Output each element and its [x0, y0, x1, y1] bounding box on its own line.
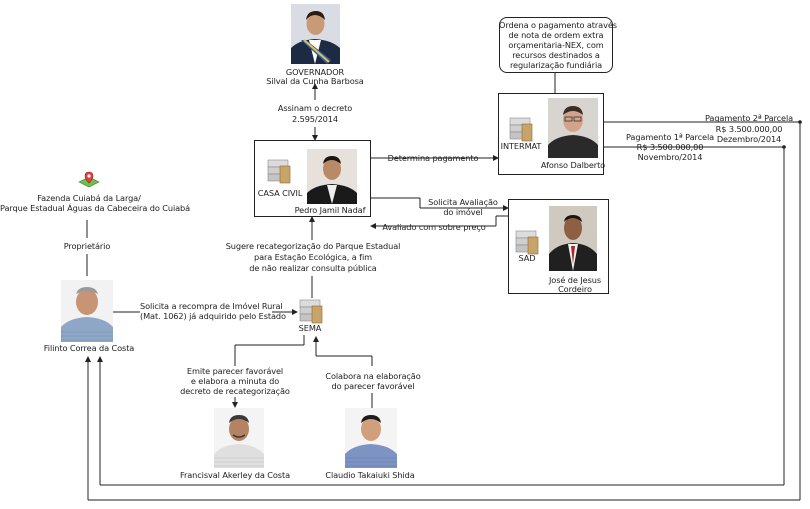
edge-parecer-2: e elabora a minuta do [190, 376, 280, 386]
claudio-name: Claudio Takaiuki Shida [325, 470, 415, 480]
edge-recategorizacao-1: Sugere recategorização do Parque Estadua… [225, 241, 401, 251]
edge-decreto-label-1: Assinam o decreto [277, 103, 353, 113]
casa-civil-org: CASA CIVIL [257, 188, 303, 198]
casa-civil-person: Pedro Jamil Nadaf [294, 205, 366, 215]
filinto-name: Filinto Correa da Costa [43, 343, 135, 353]
server-icon [266, 157, 292, 189]
edge-colabora-1: Colabora na elaboração [325, 371, 421, 381]
edge-avaliado-label: Avaliado com sobre preço [382, 222, 486, 232]
fazenda-line-1: Fazenda Cuiabá da Larga/ [37, 193, 141, 203]
governador-photo [291, 4, 340, 64]
edge-parecer-3: decreto de recategorização [180, 386, 290, 396]
casa-civil-photo [307, 149, 357, 204]
edge-solicita-avaliacao-2: do imóvel [443, 207, 483, 217]
intermat-person: Afonso Dalberto [540, 160, 606, 170]
intermat-photo [548, 98, 598, 158]
pagamento2-line-2: R$ 3.500.000,00 [715, 124, 783, 134]
pagamento1-line-1: Pagamento 1ª Parcela [625, 132, 715, 142]
note-line-3: orçamentaria-NEX, com [508, 40, 604, 50]
edge-solicita-avaliacao-1: Solicita Avaliação [428, 197, 498, 207]
server-icon [508, 115, 534, 147]
server-icon [298, 297, 324, 329]
server-icon [514, 228, 540, 260]
intermat-org: INTERMAT [500, 141, 542, 151]
edge-proprietario-label: Proprietário [63, 241, 111, 251]
edge-recategorizacao-2: para Estação Ecológica, a fim [253, 252, 372, 262]
note-line-4: recursos destinados a [512, 50, 600, 60]
francisval-name: Francisval Akerley da Costa [179, 470, 291, 480]
pagamento2-line-1: Pagamento 2ª Parcela [704, 113, 794, 123]
note-line-2: de nota de ordem extra [508, 30, 604, 40]
filinto-photo [61, 280, 113, 342]
sad-org: SAD [518, 253, 536, 263]
note-line-1: Ordena o pagamento através [499, 20, 617, 30]
map-pin-icon [78, 170, 100, 190]
pagamento1-line-3: Novembro/2014 [637, 152, 703, 162]
governador-role: GOVERNADOR [285, 67, 345, 77]
sad-person-2: Cordeiro [558, 284, 592, 294]
pagamento2-line-3: Dezembro/2014 [716, 134, 782, 144]
note-line-5: regularização fundiária [509, 60, 603, 70]
edge-recategorizacao-3: de não realizar consulta pública [249, 263, 377, 273]
sad-person-1: José de Jesus [548, 275, 602, 285]
claudio-photo [345, 408, 397, 468]
edge-recompra-2: (Mat. 1062) já adquirido pelo Estado [140, 311, 286, 321]
edge-parecer-1: Emite parecer favorável [186, 366, 284, 376]
edge-determina-label: Determina pagamento [387, 153, 479, 163]
edge-decreto-label-2: 2.595/2014 [291, 114, 339, 124]
fazenda-line-2: Parque Estadual Águas da Cabeceira do Cu… [0, 203, 191, 213]
sema-org: SEMA [298, 323, 322, 333]
sad-photo [549, 206, 597, 271]
governador-name: Silval da Cunha Barbosa [266, 76, 364, 86]
note-box [499, 17, 613, 73]
edge-colabora-2: do parecer favorável [331, 381, 415, 391]
edge-recompra-1: Solicita a recompra de Imóvel Rural [140, 301, 283, 311]
francisval-photo [214, 408, 264, 468]
pagamento1-line-2: R$ 3.500.000,00 [636, 142, 704, 152]
